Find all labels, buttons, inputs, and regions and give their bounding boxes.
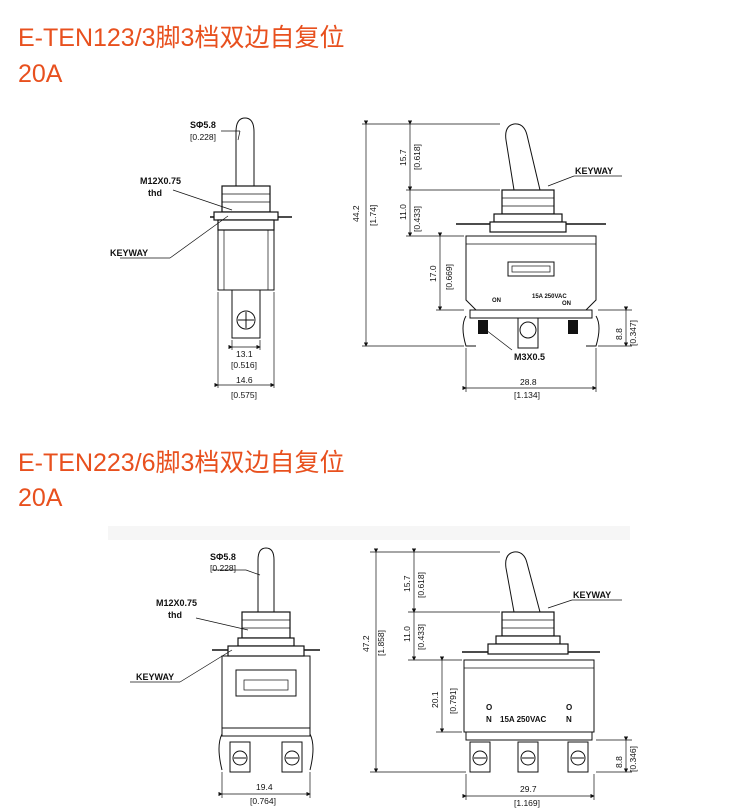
s2-front-h-lever-in: [0.618]	[416, 572, 426, 598]
s1-front-width: 28.8	[520, 377, 537, 387]
s2-side-width-in: [0.764]	[250, 796, 276, 806]
s2-front-mark-n1: N	[486, 715, 492, 724]
s1-front-view	[362, 120, 632, 392]
s2-front-width: 29.7	[520, 784, 537, 794]
s1-side-keyway: KEYWAY	[110, 248, 148, 258]
s1-front-h-term-in: [0.347]	[628, 320, 638, 346]
s1-front-h-bush: 11.0	[398, 204, 408, 220]
s2-front-mark-n2: N	[566, 715, 572, 724]
s1-front-h-bush-in: [0.433]	[412, 206, 422, 232]
s1-side-w2-in: [0.575]	[231, 390, 257, 400]
s2-front-h-term-in: [0.346]	[628, 746, 638, 772]
s1-front-h-body-in: [0.669]	[444, 264, 454, 290]
s1-front-h-total-in: [1.74]	[368, 205, 378, 226]
section2-title: E-TEN223/6脚3档双边自复位	[18, 449, 345, 477]
section1-rating: 20A	[18, 60, 63, 88]
s2-front-h-total: 47.2	[361, 635, 371, 652]
section1-title: E-TEN123/3脚3档双边自复位	[18, 24, 345, 52]
s1-side-stem-dia: SΦ5.8	[190, 120, 216, 130]
s1-front-h-lever-in: [0.618]	[412, 144, 422, 170]
s2-front-mark-o2: O	[566, 703, 572, 712]
s2-front-keyway: KEYWAY	[573, 590, 611, 600]
s2-front-view	[370, 548, 632, 800]
s1-front-h-total: 44.2	[351, 205, 361, 222]
s1-side-w1-in: [0.516]	[231, 360, 257, 370]
s1-front-rating-mark: 15A 250VAC	[532, 294, 567, 300]
s2-front-h-bush-in: [0.433]	[416, 624, 426, 650]
s1-front-screw: M3X0.5	[514, 352, 545, 362]
s2-front-h-lever: 15.7	[402, 575, 412, 592]
s2-front-h-total-in: [1.858]	[376, 630, 386, 656]
s2-front-mark-rating: 15A 250VAC	[500, 715, 546, 724]
s2-front-width-in: [1.169]	[514, 798, 540, 808]
s1-side-w2: 14.6	[236, 375, 253, 385]
s2-side-view	[108, 526, 630, 798]
s2-front-h-body: 20.1	[430, 691, 440, 708]
s2-front-h-term: 8.8	[614, 756, 624, 768]
section2-rating: 20A	[18, 484, 63, 512]
s2-front-h-body-in: [0.791]	[448, 688, 458, 714]
s2-side-keyway: KEYWAY	[136, 672, 174, 682]
s2-side-stem-dia-in: [0.228]	[210, 563, 236, 573]
s1-side-stem-dia-in: [0.228]	[190, 132, 216, 142]
s1-side-thread-note: thd	[148, 188, 162, 198]
s1-front-h-lever: 15.7	[398, 149, 408, 166]
s1-side-view	[120, 117, 292, 388]
s2-side-thread-note: thd	[168, 610, 182, 620]
s2-front-h-bush: 11.0	[402, 626, 412, 642]
s1-front-width-in: [1.134]	[514, 390, 540, 400]
s1-side-thread: M12X0.75	[140, 176, 181, 186]
s2-side-thread: M12X0.75	[156, 598, 197, 608]
s2-side-stem-dia: SΦ5.8	[210, 552, 236, 562]
s1-side-w1: 13.1	[236, 349, 253, 359]
s1-front-on-left: ON	[492, 298, 501, 304]
s2-front-mark-o1: O	[486, 703, 492, 712]
s1-front-h-body: 17.0	[428, 265, 438, 282]
s1-front-h-term: 8.8	[614, 328, 624, 340]
s1-front-keyway: KEYWAY	[575, 166, 613, 176]
s1-front-on-right: ON	[562, 301, 571, 307]
s2-side-width: 19.4	[256, 782, 273, 792]
